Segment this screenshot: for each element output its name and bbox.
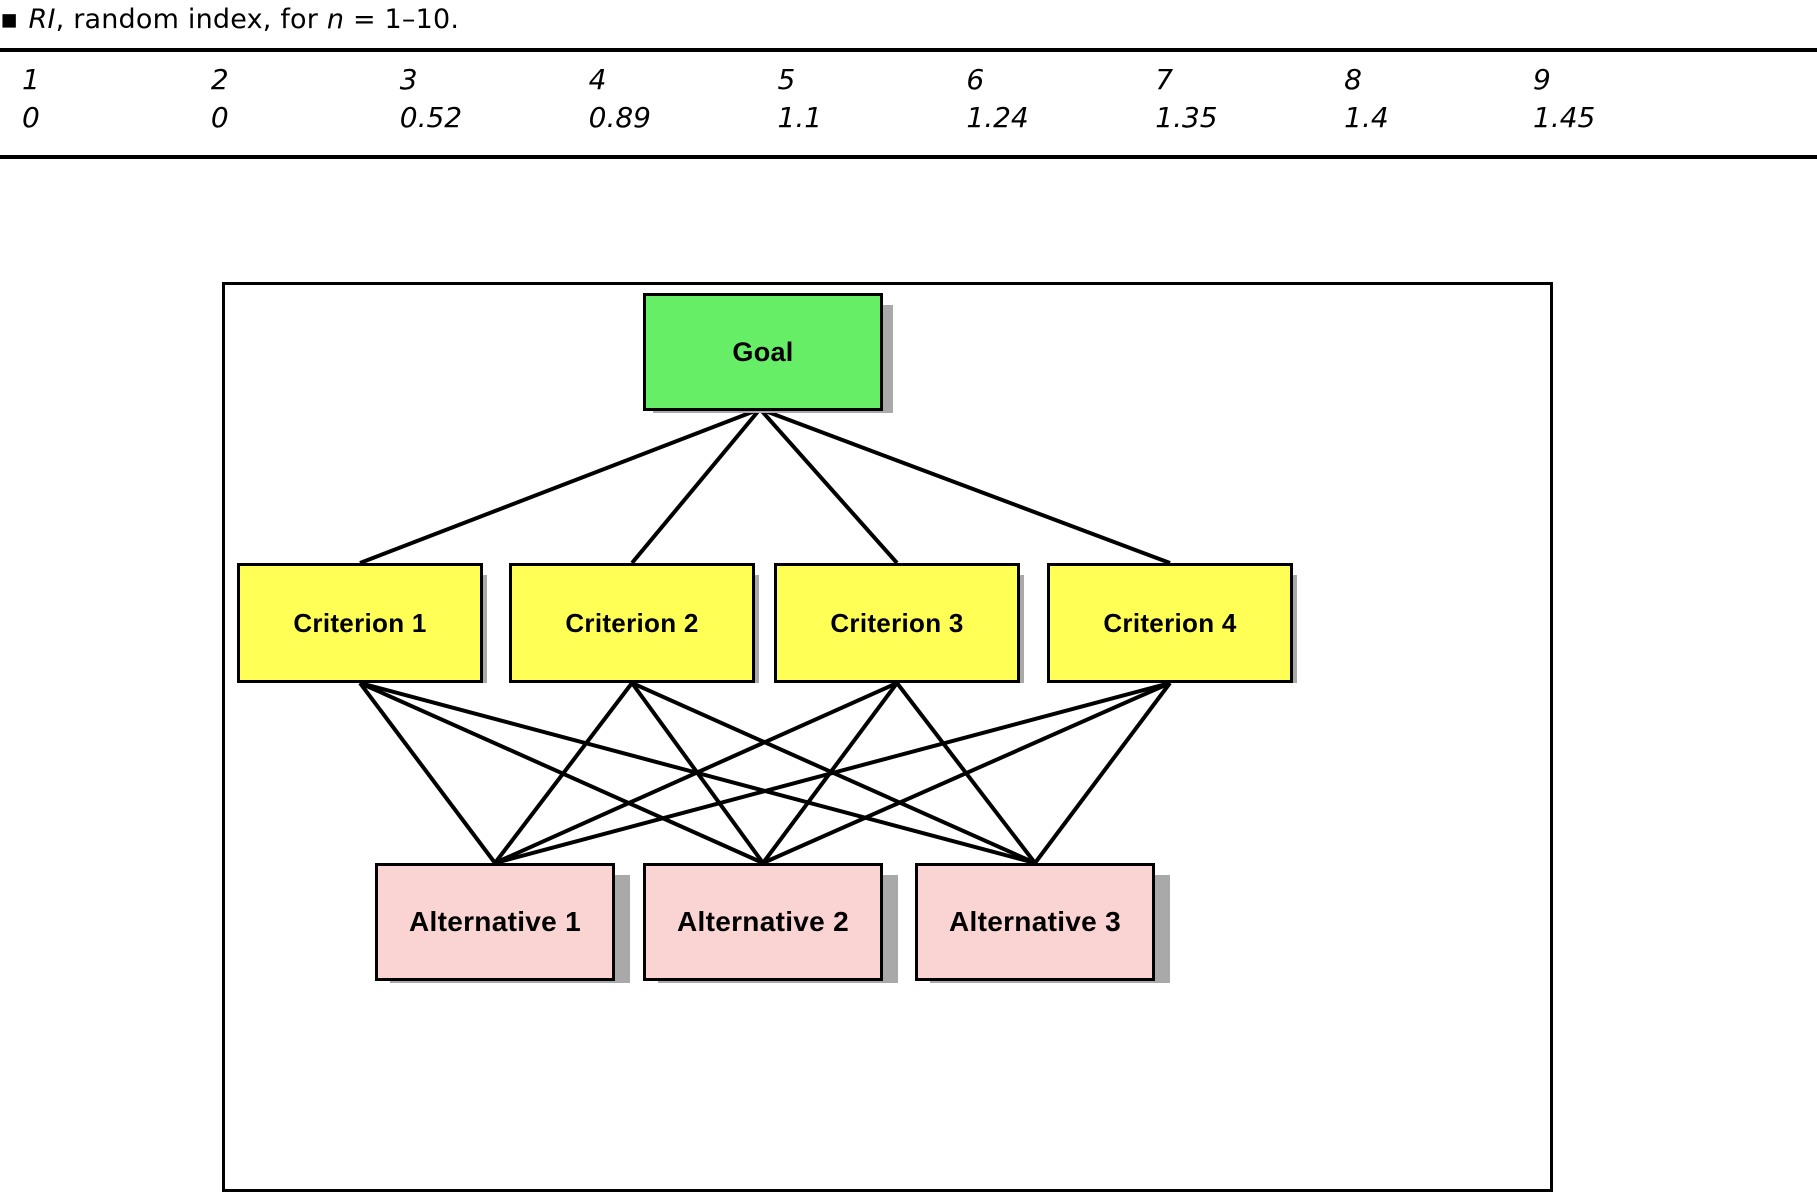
- table-header-row: 1 2 3 4 5 6 7 8 9: [22, 52, 1722, 98]
- link-goal-criterion-3: [758, 407, 899, 565]
- node-criterion-2[interactable]: Criterion 2: [509, 563, 755, 683]
- connector-lines: [358, 407, 1172, 865]
- table-header-cell: 6: [966, 63, 985, 96]
- caption-ri-italic: RI: [28, 4, 56, 35]
- node-criterion-4[interactable]: Criterion 4: [1047, 563, 1293, 683]
- link-goal-criterion-4: [759, 407, 1171, 565]
- node-alternative-1-label: Alternative 1: [409, 906, 581, 937]
- link-goal-criterion-1: [359, 407, 761, 565]
- node-criterion-3-label: Criterion 3: [830, 607, 964, 638]
- table-header-cell: 9: [1533, 63, 1551, 96]
- link-criterion-3-alternative-1: [494, 681, 898, 865]
- table-header-cell: 7: [1155, 63, 1174, 96]
- table-cell: 1.4: [1344, 101, 1389, 134]
- node-criterion-2-label: Criterion 2: [565, 607, 699, 638]
- table-cell: 1.1: [777, 101, 823, 134]
- table-cell: 0.52: [399, 101, 463, 134]
- table-header-cell: 8: [1344, 63, 1362, 96]
- node-criterion-1[interactable]: Criterion 1: [237, 563, 483, 683]
- table-row: 0 0 0.52 0.89 1.1 1.24 1.35 1.4 1.45: [22, 98, 1722, 147]
- node-criterion-1-label: Criterion 1: [293, 607, 427, 638]
- table-header-cell: 5: [777, 63, 796, 96]
- table-header-cell: 3: [399, 63, 418, 96]
- table-cell: 0: [22, 101, 40, 134]
- node-goal-label: Goal: [732, 336, 794, 367]
- link-goal-criterion-2: [630, 407, 762, 565]
- table-header-cell: 1: [22, 63, 40, 96]
- node-alternative-2[interactable]: Alternative 2: [643, 863, 883, 981]
- caption-rest: , random index, for: [55, 4, 327, 35]
- link-criterion-4-alternative-1: [494, 681, 1171, 865]
- table-cell: 0: [210, 101, 229, 134]
- node-criterion-4-label: Criterion 4: [1103, 607, 1237, 638]
- table-cell: 1.24: [966, 101, 1029, 134]
- link-criterion-4-alternative-3: [1033, 681, 1172, 865]
- caption-tail: = 1–10.: [344, 4, 460, 35]
- table-cell: 1.35: [1155, 101, 1218, 134]
- table-cell: 1.45: [1533, 101, 1596, 134]
- link-criterion-2-alternative-1: [493, 681, 634, 865]
- link-criterion-1-alternative-1: [358, 681, 497, 865]
- ahp-hierarchy-figure: Goal Criterion 1 Criterion 2 Criterion 3…: [222, 282, 1553, 1192]
- caption-n-italic: n: [326, 4, 345, 35]
- table-cell: 0.89: [588, 101, 651, 134]
- table-header-cell: 4: [588, 63, 607, 96]
- node-alternative-3-label: Alternative 3: [949, 906, 1121, 937]
- node-alternative-1[interactable]: Alternative 1: [375, 863, 615, 981]
- node-alternative-3[interactable]: Alternative 3: [915, 863, 1155, 981]
- caption-bullet: ▪: [0, 4, 19, 35]
- table-header-cell: 2: [210, 63, 229, 96]
- node-alternative-2-label: Alternative 2: [677, 906, 849, 937]
- table-bottom-rule: [0, 155, 1817, 159]
- node-goal[interactable]: Goal: [643, 293, 883, 411]
- link-criterion-4-alternative-2: [762, 681, 1171, 865]
- figure-caption: ▪ RI, random index, for n = 1–10.: [0, 0, 1817, 40]
- random-index-table: 1 2 3 4 5 6 7 8 9 0 0 0.52 0.89 1.1 1.24…: [0, 52, 1817, 155]
- node-criterion-3[interactable]: Criterion 3: [774, 563, 1020, 683]
- table-top-rule: [0, 48, 1817, 52]
